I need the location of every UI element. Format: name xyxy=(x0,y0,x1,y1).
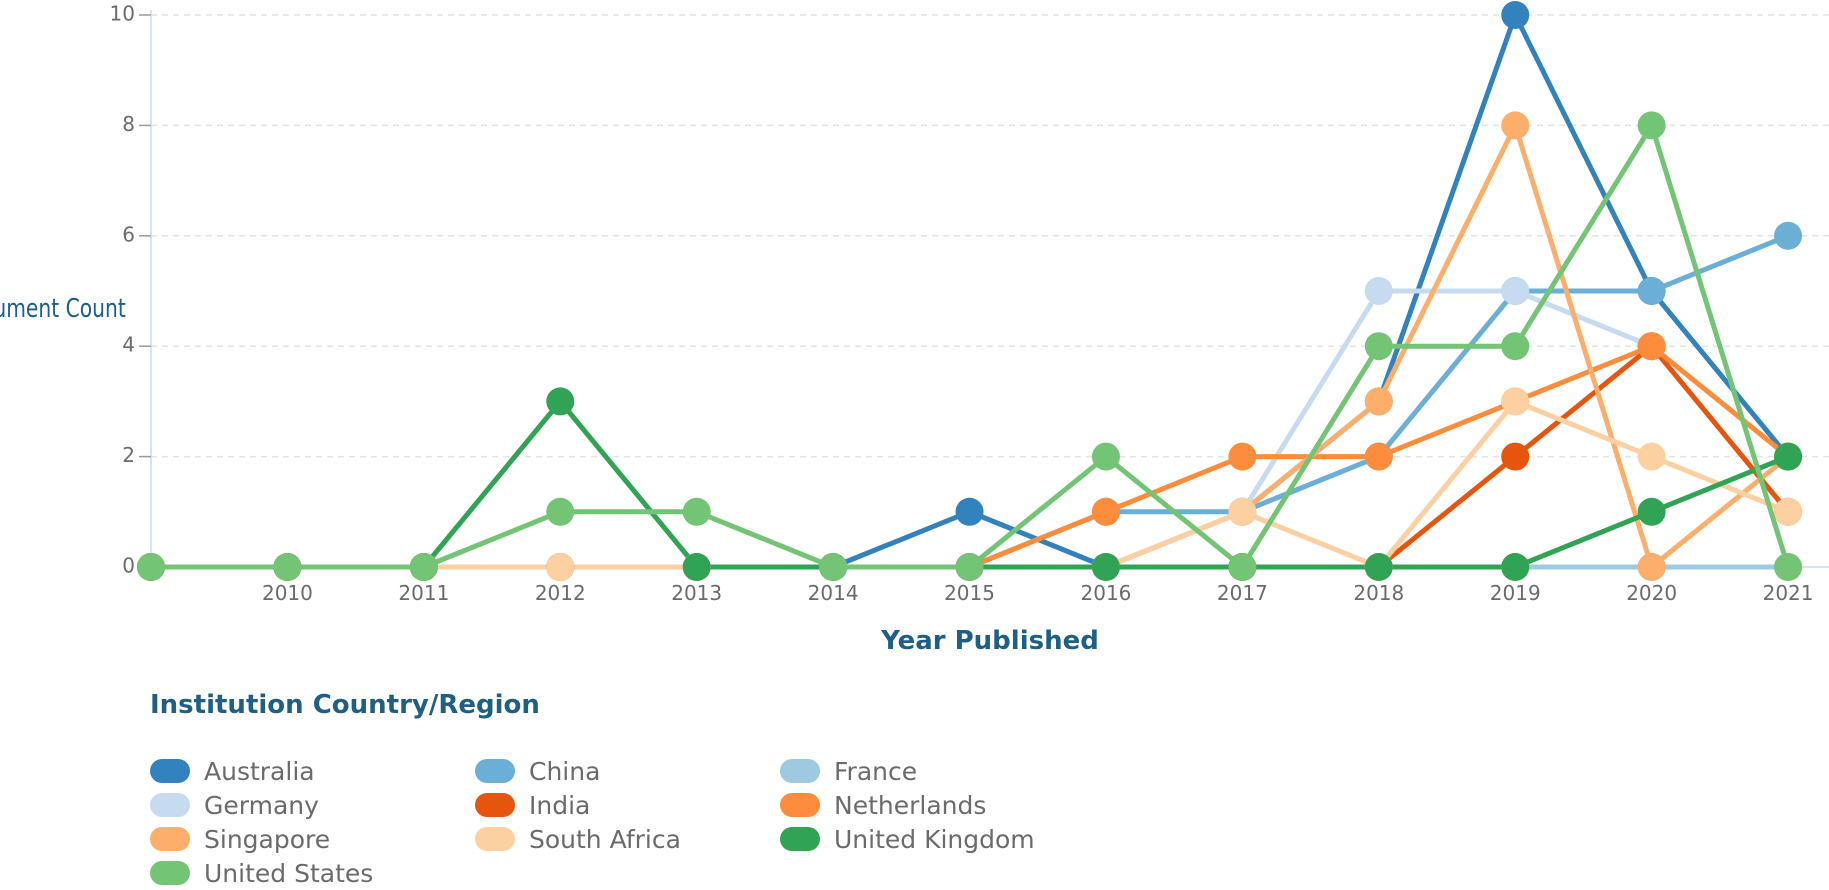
series-lines xyxy=(137,1,1803,581)
data-point-united-states[interactable] xyxy=(955,553,984,581)
data-point-germany[interactable] xyxy=(1364,277,1393,305)
data-point-netherlands[interactable] xyxy=(1637,332,1666,361)
data-point-united-states[interactable] xyxy=(1091,442,1120,471)
data-point-united-states[interactable] xyxy=(819,553,848,581)
y-tick-label: 8 xyxy=(122,112,135,136)
series-line-united-kingdom xyxy=(151,398,1790,570)
data-point-united-states[interactable] xyxy=(273,553,302,581)
x-tick-label: 2018 xyxy=(1353,581,1404,605)
legend-item-united-kingdom[interactable]: United Kingdom xyxy=(780,822,1110,856)
legend-label: Germany xyxy=(204,790,319,820)
data-point-netherlands[interactable] xyxy=(1091,497,1120,526)
x-tick-label: 2012 xyxy=(535,581,586,605)
legend-label: Australia xyxy=(204,756,315,786)
series-line-south-africa xyxy=(151,398,1790,570)
legend-item-germany[interactable]: Germany xyxy=(150,788,475,822)
legend-swatch xyxy=(150,861,190,885)
x-tick-label: 2016 xyxy=(1081,581,1132,605)
legend-swatch xyxy=(150,793,190,817)
legend-label: Netherlands xyxy=(834,790,987,820)
data-point-united-kingdom[interactable] xyxy=(1091,553,1120,581)
legend-item-france[interactable]: France xyxy=(780,754,1110,788)
legend-swatch xyxy=(150,827,190,851)
legend-item-singapore[interactable]: Singapore xyxy=(150,822,475,856)
data-point-china[interactable] xyxy=(1774,221,1803,250)
x-tick-label: 2017 xyxy=(1217,581,1268,605)
y-tick-label: 2 xyxy=(122,443,135,467)
x-tick-label: 2010 xyxy=(262,581,313,605)
x-tick-label: 2019 xyxy=(1490,581,1541,605)
x-axis-label: Year Published xyxy=(880,626,1099,656)
y-axis-label: Document Count xyxy=(0,294,126,324)
data-point-united-states[interactable] xyxy=(1364,332,1393,361)
legend-label: United States xyxy=(204,858,374,888)
y-tick-label: 0 xyxy=(122,554,135,578)
legend-swatch xyxy=(780,793,820,817)
data-point-united-kingdom[interactable] xyxy=(1364,553,1393,581)
line-chart: 0 2 4 6 8 10 2010 2011 2012 2013 2014 2015 2016 2017… xyxy=(0,1,1829,656)
legend-swatch xyxy=(780,759,820,783)
legend-swatch xyxy=(475,793,515,817)
data-point-united-states[interactable] xyxy=(682,497,711,526)
legend-label: United Kingdom xyxy=(834,824,1035,854)
data-point-netherlands[interactable] xyxy=(1364,442,1393,471)
legend-item-united-states[interactable]: United States xyxy=(150,856,475,890)
data-point-united-states[interactable] xyxy=(409,553,438,581)
legend-item-netherlands[interactable]: Netherlands xyxy=(780,788,1110,822)
legend-swatch xyxy=(475,827,515,851)
legend-item-australia[interactable]: Australia xyxy=(150,754,475,788)
legend-label: South Africa xyxy=(529,824,681,854)
data-point-south-africa[interactable] xyxy=(1228,497,1257,526)
data-point-united-kingdom[interactable] xyxy=(682,553,711,581)
data-point-united-states[interactable] xyxy=(1228,553,1257,581)
data-point-australia[interactable] xyxy=(955,497,984,526)
data-point-singapore[interactable] xyxy=(1501,111,1530,140)
legend-title: Institution Country/Region xyxy=(150,690,540,720)
data-point-netherlands[interactable] xyxy=(1228,442,1257,471)
legend-label: Singapore xyxy=(204,824,331,854)
data-point-united-states[interactable] xyxy=(1501,332,1530,361)
data-point-united-kingdom[interactable] xyxy=(1501,553,1530,581)
legend-item-india[interactable]: India xyxy=(475,788,780,822)
x-tick-label: 2020 xyxy=(1626,581,1677,605)
y-tick-label: 10 xyxy=(110,2,135,26)
legend-item-south-africa[interactable]: South Africa xyxy=(475,822,780,856)
data-point-singapore[interactable] xyxy=(1364,387,1393,416)
x-tick-label: 2015 xyxy=(944,581,995,605)
x-tick-label: 2011 xyxy=(398,581,449,605)
legend-label: France xyxy=(834,756,918,786)
data-point-south-africa[interactable] xyxy=(546,553,575,581)
legend-swatch xyxy=(780,827,820,851)
legend-swatch xyxy=(475,759,515,783)
legend-swatch xyxy=(150,759,190,783)
data-point-germany[interactable] xyxy=(1501,277,1530,305)
x-tick-label: 2014 xyxy=(808,581,859,605)
data-point-united-states[interactable] xyxy=(546,497,575,526)
data-point-china[interactable] xyxy=(1637,277,1666,305)
legend-label: China xyxy=(529,756,601,786)
y-axis-ticks: 0 2 4 6 8 10 xyxy=(110,2,151,578)
data-point-south-africa[interactable] xyxy=(1637,442,1666,471)
data-point-united-states[interactable] xyxy=(1774,553,1803,581)
data-point-india[interactable] xyxy=(1501,442,1530,471)
data-point-singapore[interactable] xyxy=(1637,553,1666,581)
data-point-united-states[interactable] xyxy=(137,553,165,581)
y-tick-label: 4 xyxy=(122,333,135,357)
data-point-united-states[interactable] xyxy=(1637,111,1666,140)
data-point-australia[interactable] xyxy=(1501,1,1530,29)
legend-item-china[interactable]: China xyxy=(475,754,780,788)
data-point-united-kingdom[interactable] xyxy=(546,387,575,416)
y-tick-label: 6 xyxy=(122,222,135,246)
data-point-united-kingdom[interactable] xyxy=(1637,497,1666,526)
data-point-united-kingdom[interactable] xyxy=(1774,442,1803,471)
x-tick-label: 2021 xyxy=(1763,581,1814,605)
data-point-south-africa[interactable] xyxy=(1774,497,1803,526)
legend-label: India xyxy=(529,790,591,820)
x-tick-label: 2013 xyxy=(671,581,722,605)
data-point-south-africa[interactable] xyxy=(1501,387,1530,416)
x-axis-ticks: 2010 2011 2012 2013 2014 2015 2016 2017 2018 2019… xyxy=(262,567,1814,605)
